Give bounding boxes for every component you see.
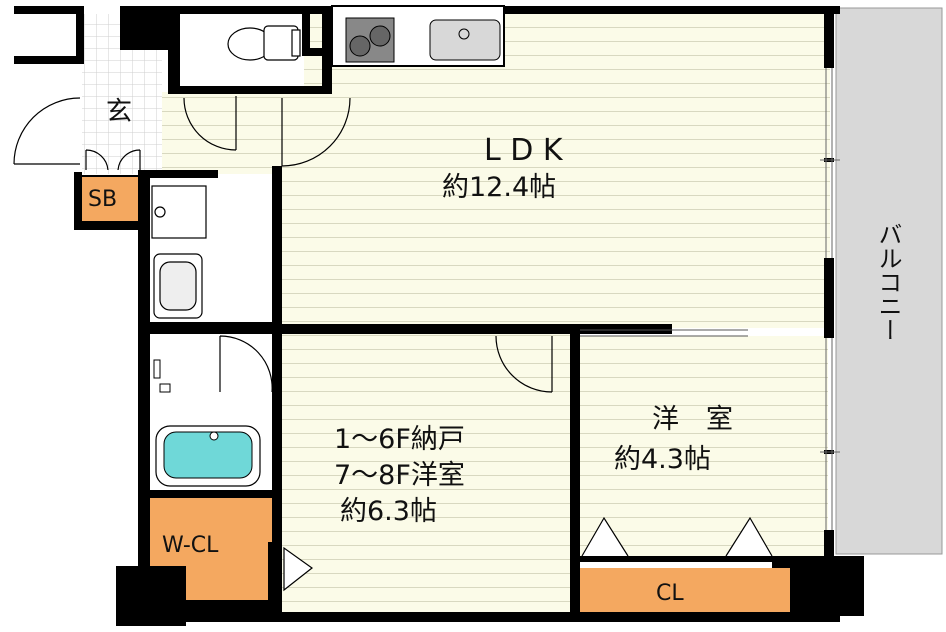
western-room-area: 約4.3帖 bbox=[614, 444, 711, 475]
balcony-area bbox=[835, 7, 943, 555]
ldk-label: L D K bbox=[484, 133, 564, 168]
washing-machine bbox=[151, 185, 207, 239]
shower-fixture bbox=[153, 359, 171, 393]
entrance-label: 玄 bbox=[106, 97, 132, 127]
closet-folding-doors bbox=[581, 516, 773, 557]
storage-room-line2: 7～8F洋室 bbox=[334, 460, 465, 491]
door-swings bbox=[13, 96, 553, 592]
western-room-floor bbox=[578, 336, 828, 558]
cooktop bbox=[345, 17, 395, 63]
balcony-label: バルコニー bbox=[874, 222, 902, 342]
balcony-windows bbox=[820, 68, 840, 530]
storage-room-line1: 1～6F納戸 bbox=[334, 424, 465, 455]
western-room-label: 洋 室 bbox=[652, 404, 733, 435]
closet-label: CL bbox=[656, 581, 684, 606]
shoe-box-area bbox=[79, 175, 143, 223]
kitchen-sink bbox=[429, 19, 501, 61]
shoe-box-label: SB bbox=[88, 187, 117, 212]
hall-floor bbox=[160, 92, 278, 174]
toilet-fixture bbox=[227, 25, 301, 61]
ldk-area-label: 約12.4帖 bbox=[442, 172, 556, 203]
walk-in-closet-label: W-CL bbox=[162, 533, 219, 558]
storage-room-area: 約6.3帖 bbox=[340, 496, 437, 527]
wash-basin bbox=[153, 253, 203, 319]
closet-area bbox=[578, 568, 824, 614]
sliding-door bbox=[580, 329, 748, 337]
bathtub bbox=[155, 425, 261, 487]
storage-room-floor bbox=[282, 334, 570, 616]
